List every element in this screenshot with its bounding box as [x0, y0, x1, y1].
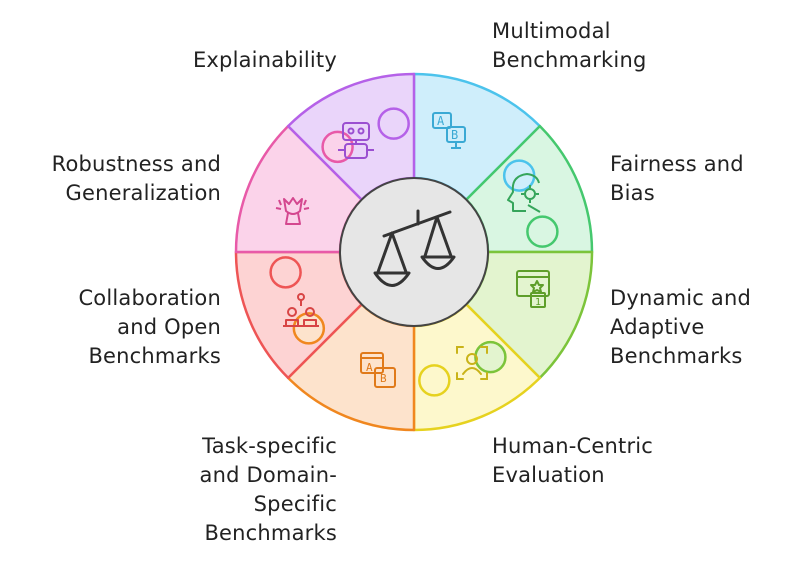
puzzle-knob-fairness [526, 215, 559, 248]
broken-vase-icon [275, 197, 310, 225]
svg-text:A: A [366, 361, 373, 374]
monitor-star-icon: 1 [516, 270, 550, 308]
puzzle-knob-collab [269, 256, 302, 289]
label-dynamic: Dynamic and Adaptive Benchmarks [610, 286, 751, 368]
puzzle-knob-dynamic [474, 340, 507, 374]
person-frame-icon [456, 346, 488, 380]
label-multimodal: Multimodal Benchmarking [492, 19, 647, 72]
svg-text:1: 1 [535, 297, 541, 308]
label-collab: Collaboration and Open Benchmarks [78, 286, 221, 368]
center-circle [339, 177, 489, 327]
label-human: Human-Centric Evaluation [492, 434, 654, 487]
svg-text:B: B [451, 128, 458, 142]
center-hub [339, 177, 489, 327]
puzzle-knob-human [418, 364, 451, 397]
label-fairness: Fairness and Bias [610, 152, 744, 205]
label-robustness: Robustness and Generalization [51, 152, 221, 205]
head-gear-icon [507, 173, 541, 213]
svg-text:B: B [380, 372, 387, 385]
puzzle-knob-task [292, 312, 326, 345]
balance-scale-icon [373, 209, 456, 287]
ab-monitor-icon: A B [432, 112, 466, 149]
team-meeting-icon [283, 293, 319, 327]
label-task: Task-specific and Domain- Specific Bench… [199, 434, 337, 545]
robot-icon [338, 122, 374, 159]
puzzle-knob-explainability [377, 107, 410, 140]
svg-text:A: A [437, 114, 445, 128]
label-explainability: Explainability [192, 48, 337, 72]
ab-browser-icon: A B [360, 352, 396, 388]
puzzle-ring [234, 72, 594, 432]
